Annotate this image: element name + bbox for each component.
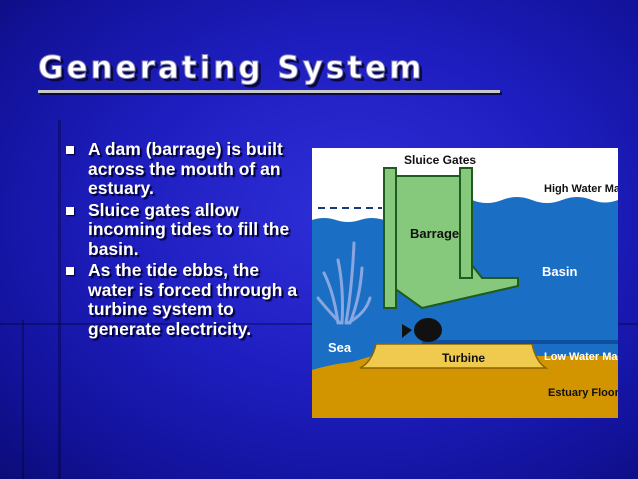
bullet-text: As the tide ebbs, the water is forced th…	[88, 260, 298, 339]
sluice-gate-right-icon	[459, 167, 473, 279]
title-underline	[38, 90, 500, 93]
bullet-text: Sluice gates allow incoming tides to fil…	[88, 199, 290, 259]
bullet-square-icon	[66, 267, 74, 275]
bullet-list: A dam (barrage) is built across the mout…	[64, 139, 309, 341]
turbine-block	[359, 343, 549, 369]
bullet-item: A dam (barrage) is built across the mout…	[64, 139, 309, 199]
label-high-water-mark: High Water Mark	[544, 183, 618, 195]
decorative-vertical-line	[22, 320, 24, 479]
bullet-item: As the tide ebbs, the water is forced th…	[64, 260, 309, 339]
decorative-vertical-line	[58, 120, 61, 479]
tidal-barrage-diagram: Sluice Gates High Water Mark Barrage Bas…	[312, 148, 631, 418]
label-sea: Sea	[328, 340, 352, 355]
bullet-text: A dam (barrage) is built across the mout…	[88, 139, 283, 198]
estuary-floor	[312, 356, 618, 418]
bullet-item: Sluice gates allow incoming tides to fil…	[64, 199, 309, 260]
label-barrage: Barrage	[410, 226, 459, 241]
diagram-svg: Sluice Gates High Water Mark Barrage Bas…	[312, 148, 631, 418]
label-estuary-floor: Estuary Floor	[548, 387, 618, 399]
turbine-fin-icon	[402, 324, 412, 338]
label-sluice-gates: Sluice Gates	[404, 153, 476, 167]
turbine-icon	[414, 318, 442, 342]
bullet-square-icon	[66, 146, 74, 154]
label-basin: Basin	[542, 264, 577, 279]
water-channel	[422, 340, 618, 344]
seaweed-icon	[316, 241, 372, 325]
bullet-square-icon	[66, 206, 74, 215]
label-turbine: Turbine	[442, 351, 485, 365]
label-low-water-mark: Low Water Mark	[544, 351, 618, 363]
slide-title: Generating System	[37, 50, 425, 87]
sluice-gate-left-icon	[383, 167, 397, 309]
